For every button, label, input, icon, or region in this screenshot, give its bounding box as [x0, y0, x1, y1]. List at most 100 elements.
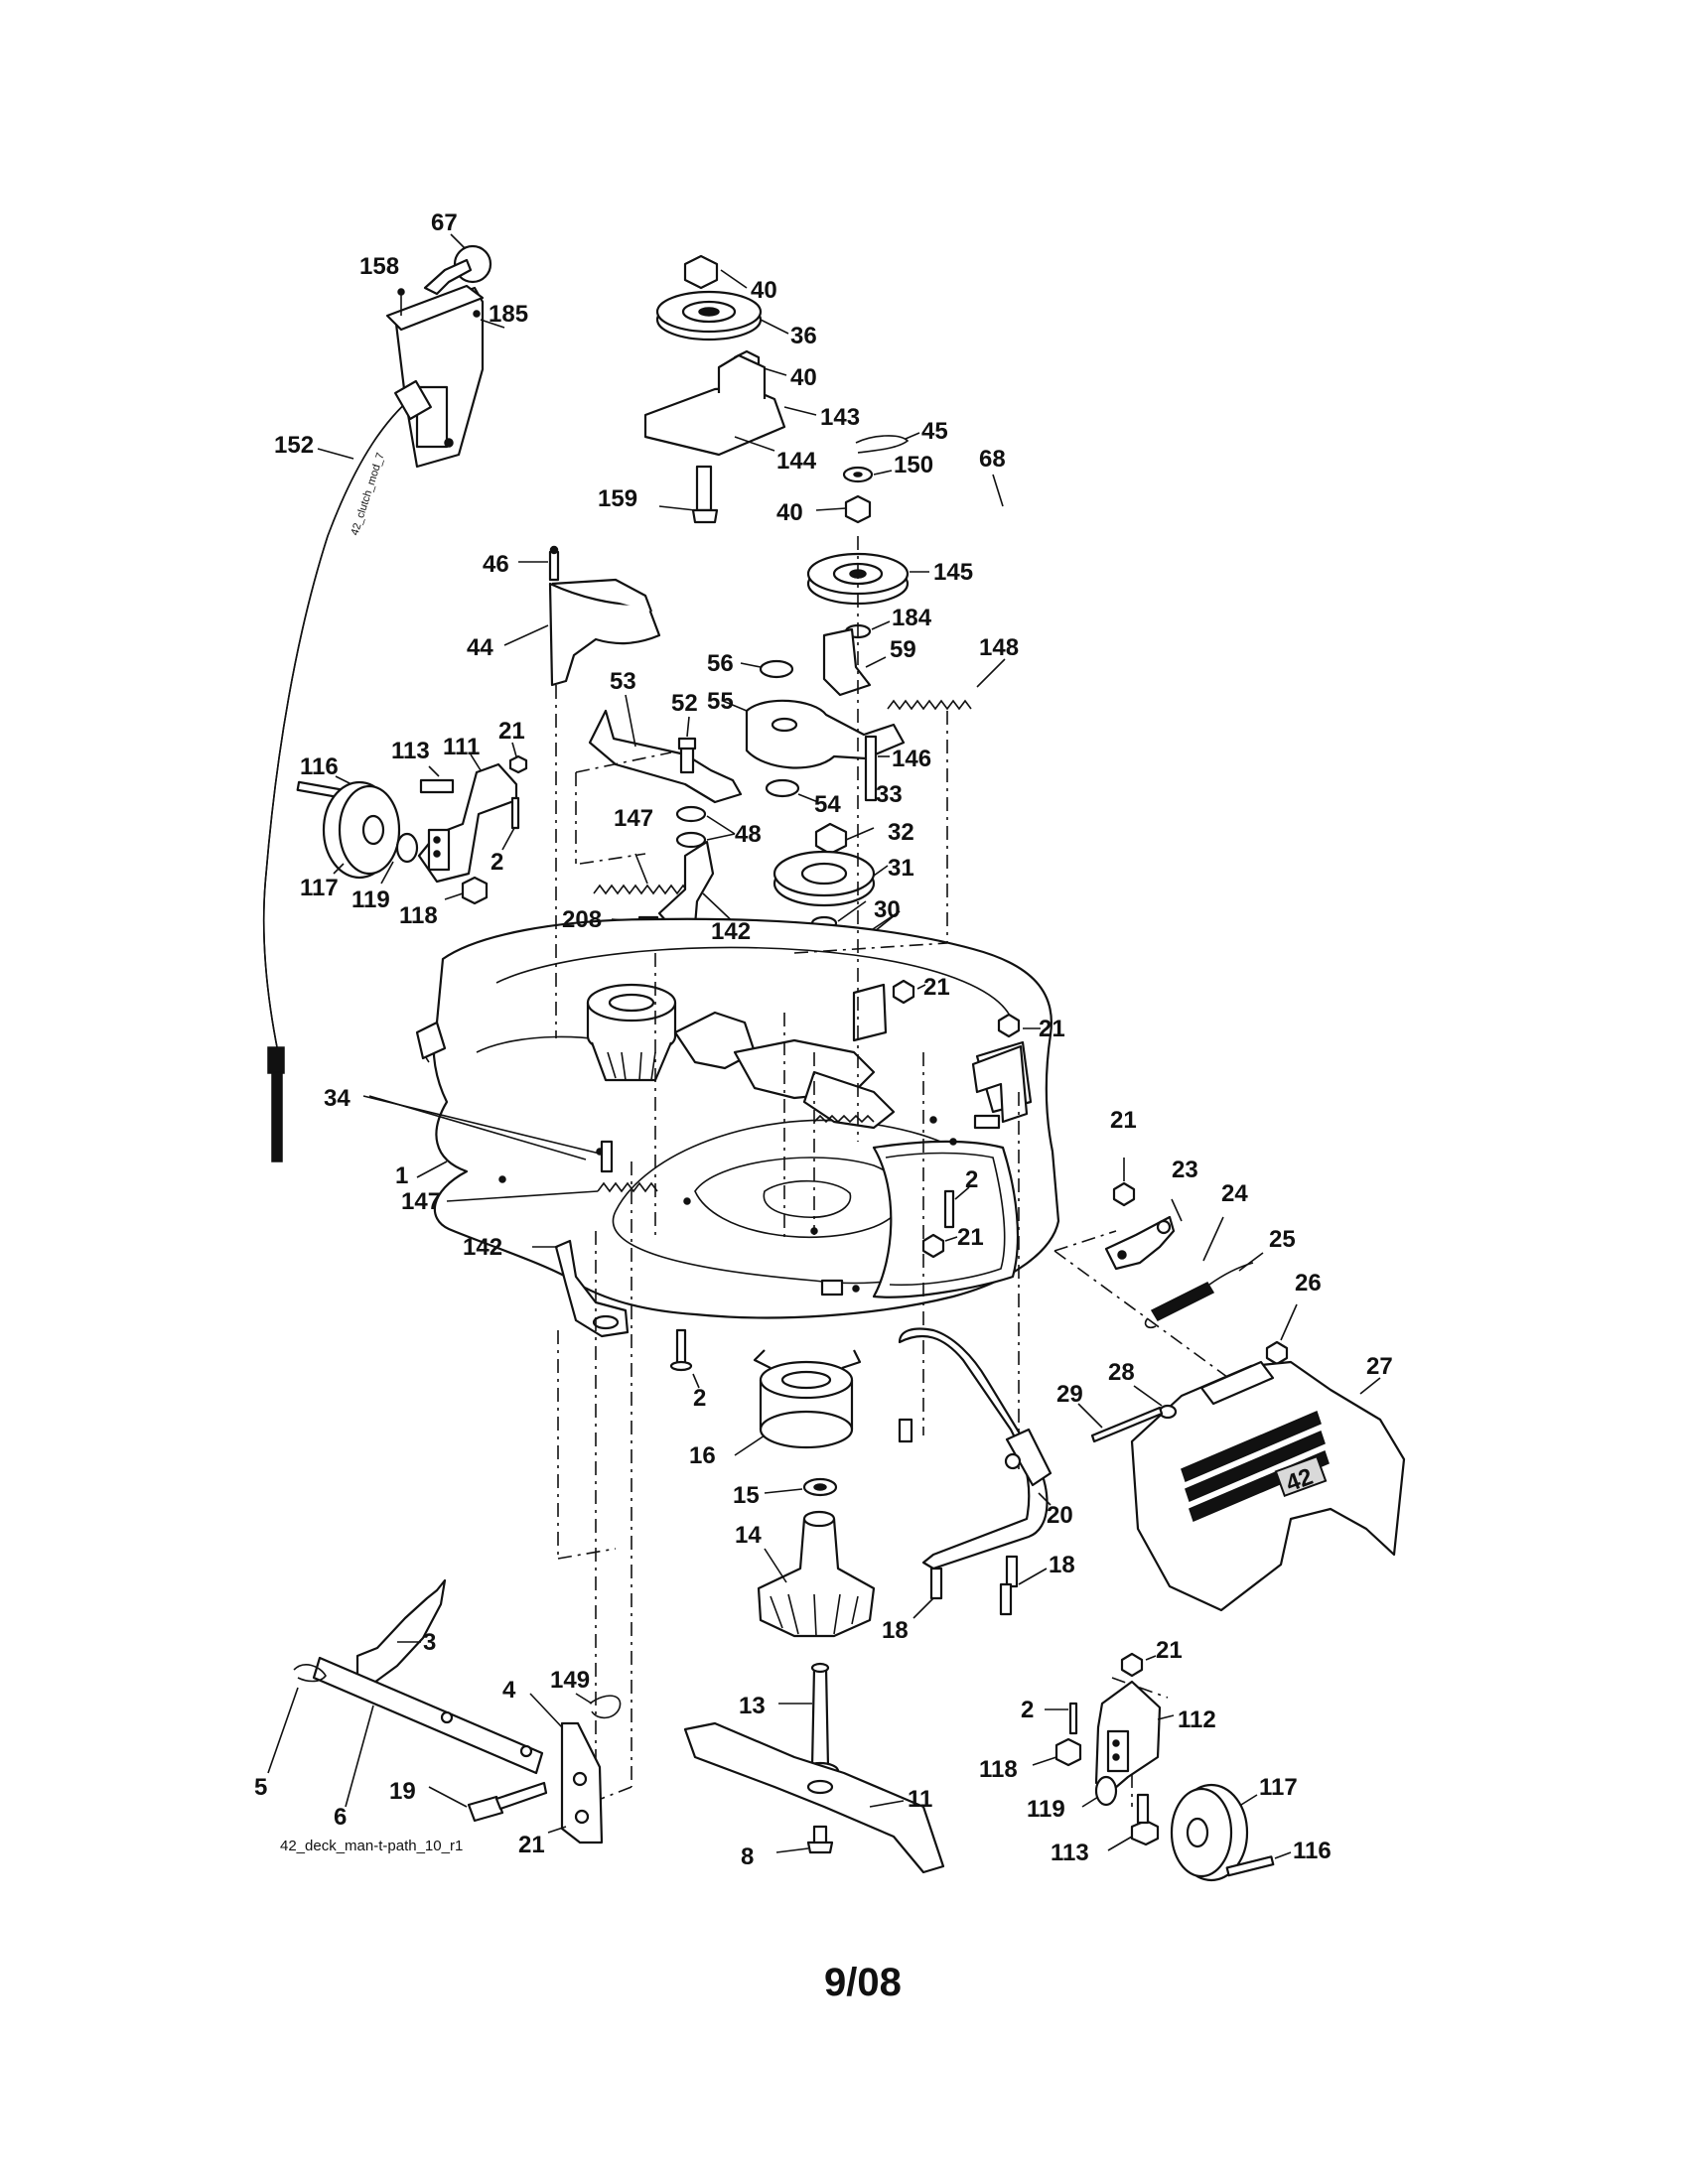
label-208: 208 — [562, 906, 602, 933]
spring-25 — [1150, 1282, 1215, 1321]
brake-bracket-53 — [588, 709, 743, 804]
right-gauge-wheel-assembly — [1032, 1652, 1292, 1882]
label-21d: 21 — [1110, 1107, 1137, 1134]
spindle-14 — [757, 1517, 876, 1638]
washer-56 — [759, 659, 794, 679]
label-15: 15 — [733, 1482, 760, 1509]
label-116a: 116 — [300, 753, 339, 780]
nut-21-right — [997, 1013, 1021, 1038]
spring-147-upper — [593, 884, 690, 895]
deck-right-hardware — [892, 979, 1041, 1259]
label-117b: 117 — [1259, 1774, 1298, 1801]
label-143: 143 — [820, 404, 860, 431]
rod-29 — [1090, 1406, 1164, 1443]
label-21e: 21 — [957, 1224, 984, 1251]
label-23: 23 — [1172, 1157, 1198, 1183]
label-150: 150 — [894, 452, 933, 478]
label-147b: 147 — [401, 1188, 441, 1215]
label-20: 20 — [1047, 1502, 1073, 1529]
label-118a: 118 — [399, 902, 438, 929]
label-21a: 21 — [498, 718, 525, 745]
label-158: 158 — [359, 253, 399, 280]
bolt-2-right-wheel — [1068, 1702, 1078, 1735]
label-45: 45 — [921, 418, 948, 445]
label-21c: 21 — [1039, 1016, 1065, 1042]
label-185: 185 — [489, 301, 528, 328]
label-68: 68 — [979, 446, 1006, 473]
part-labels: 67 158 185 152 40 36 40 143 45 144 150 1… — [254, 209, 1393, 1870]
label-3: 3 — [423, 1629, 436, 1656]
bolt-18-right-b — [999, 1582, 1013, 1616]
label-145: 145 — [933, 559, 973, 586]
screw-46 — [548, 550, 560, 582]
label-28: 28 — [1108, 1359, 1135, 1386]
label-56: 56 — [707, 650, 734, 677]
label-59: 59 — [890, 636, 916, 663]
hair-clip-45 — [855, 435, 910, 454]
label-21f: 21 — [1156, 1637, 1183, 1664]
discharge-chute-assembly: 42 — [1077, 1158, 1406, 1612]
bolt-34 — [362, 1095, 614, 1173]
label-40a: 40 — [751, 277, 777, 304]
label-55: 55 — [707, 688, 734, 715]
spindle-housing-16 — [759, 1410, 854, 1449]
label-152: 152 — [274, 432, 314, 459]
label-40c: 40 — [776, 499, 803, 526]
label-52: 52 — [671, 690, 698, 717]
belt-guard-44 — [503, 545, 661, 687]
nut-40-top — [683, 254, 719, 290]
bolt-159 — [695, 465, 713, 512]
clutch-cable-152: 42_clutch_mod_7 — [262, 379, 432, 1162]
label-2c: 2 — [693, 1385, 706, 1412]
label-32: 32 — [888, 819, 914, 846]
page-date: 9/08 — [824, 1961, 902, 2004]
label-31: 31 — [888, 855, 914, 882]
bolt-2-left-wheel — [510, 796, 520, 830]
bracket-rear-right — [971, 1044, 1029, 1124]
label-40b: 40 — [790, 364, 817, 391]
label-48: 48 — [735, 821, 762, 848]
nut-26 — [1265, 1340, 1289, 1366]
v-belt-68 — [964, 416, 1363, 721]
spindle-assembly — [734, 1349, 876, 1638]
spindle-shaft-13 — [810, 1666, 830, 1769]
label-44: 44 — [467, 634, 493, 661]
washer-48a — [675, 805, 707, 823]
label-6: 6 — [334, 1804, 347, 1831]
label-112: 112 — [1178, 1706, 1216, 1733]
spring-148 — [887, 699, 972, 711]
nut-21-center — [921, 1233, 945, 1259]
nut-118-right — [1054, 1737, 1082, 1767]
nut-33 — [814, 822, 848, 856]
label-2a: 2 — [491, 849, 503, 876]
bolt-146 — [864, 735, 878, 802]
label-21g: 21 — [518, 1832, 545, 1858]
front-linkage — [267, 1578, 622, 1844]
bolt-113-right — [1130, 1819, 1160, 1846]
nut-118-left — [461, 876, 489, 905]
label-19: 19 — [389, 1778, 416, 1805]
idler-arm-assembly — [722, 552, 1006, 803]
label-18a: 18 — [1049, 1552, 1075, 1578]
label-36: 36 — [790, 323, 817, 349]
bracket-142-lower — [532, 1239, 630, 1338]
label-142b: 142 — [463, 1234, 502, 1261]
label-142a: 142 — [711, 918, 751, 945]
cable-marking: 42_clutch_mod_7 — [349, 452, 386, 537]
clip-washer-nut — [815, 432, 920, 524]
washer-119-right — [1094, 1775, 1118, 1807]
label-113a: 113 — [391, 738, 430, 764]
washer-48b — [675, 831, 707, 849]
label-119a: 119 — [351, 887, 390, 913]
drawing-code: 42_deck_man-t-path_10_r1 — [280, 1838, 463, 1854]
bolt-52 — [679, 745, 695, 774]
nut-21-top — [892, 979, 915, 1005]
mower-deck-1 — [368, 917, 1060, 1319]
blade-11 — [683, 1721, 945, 1874]
idler-arm-55 — [745, 699, 906, 769]
label-24: 24 — [1221, 1180, 1248, 1207]
label-29: 29 — [1056, 1381, 1083, 1408]
label-16: 16 — [689, 1442, 716, 1469]
spring-147-lower — [597, 1181, 658, 1193]
washer-119-left — [395, 832, 419, 864]
